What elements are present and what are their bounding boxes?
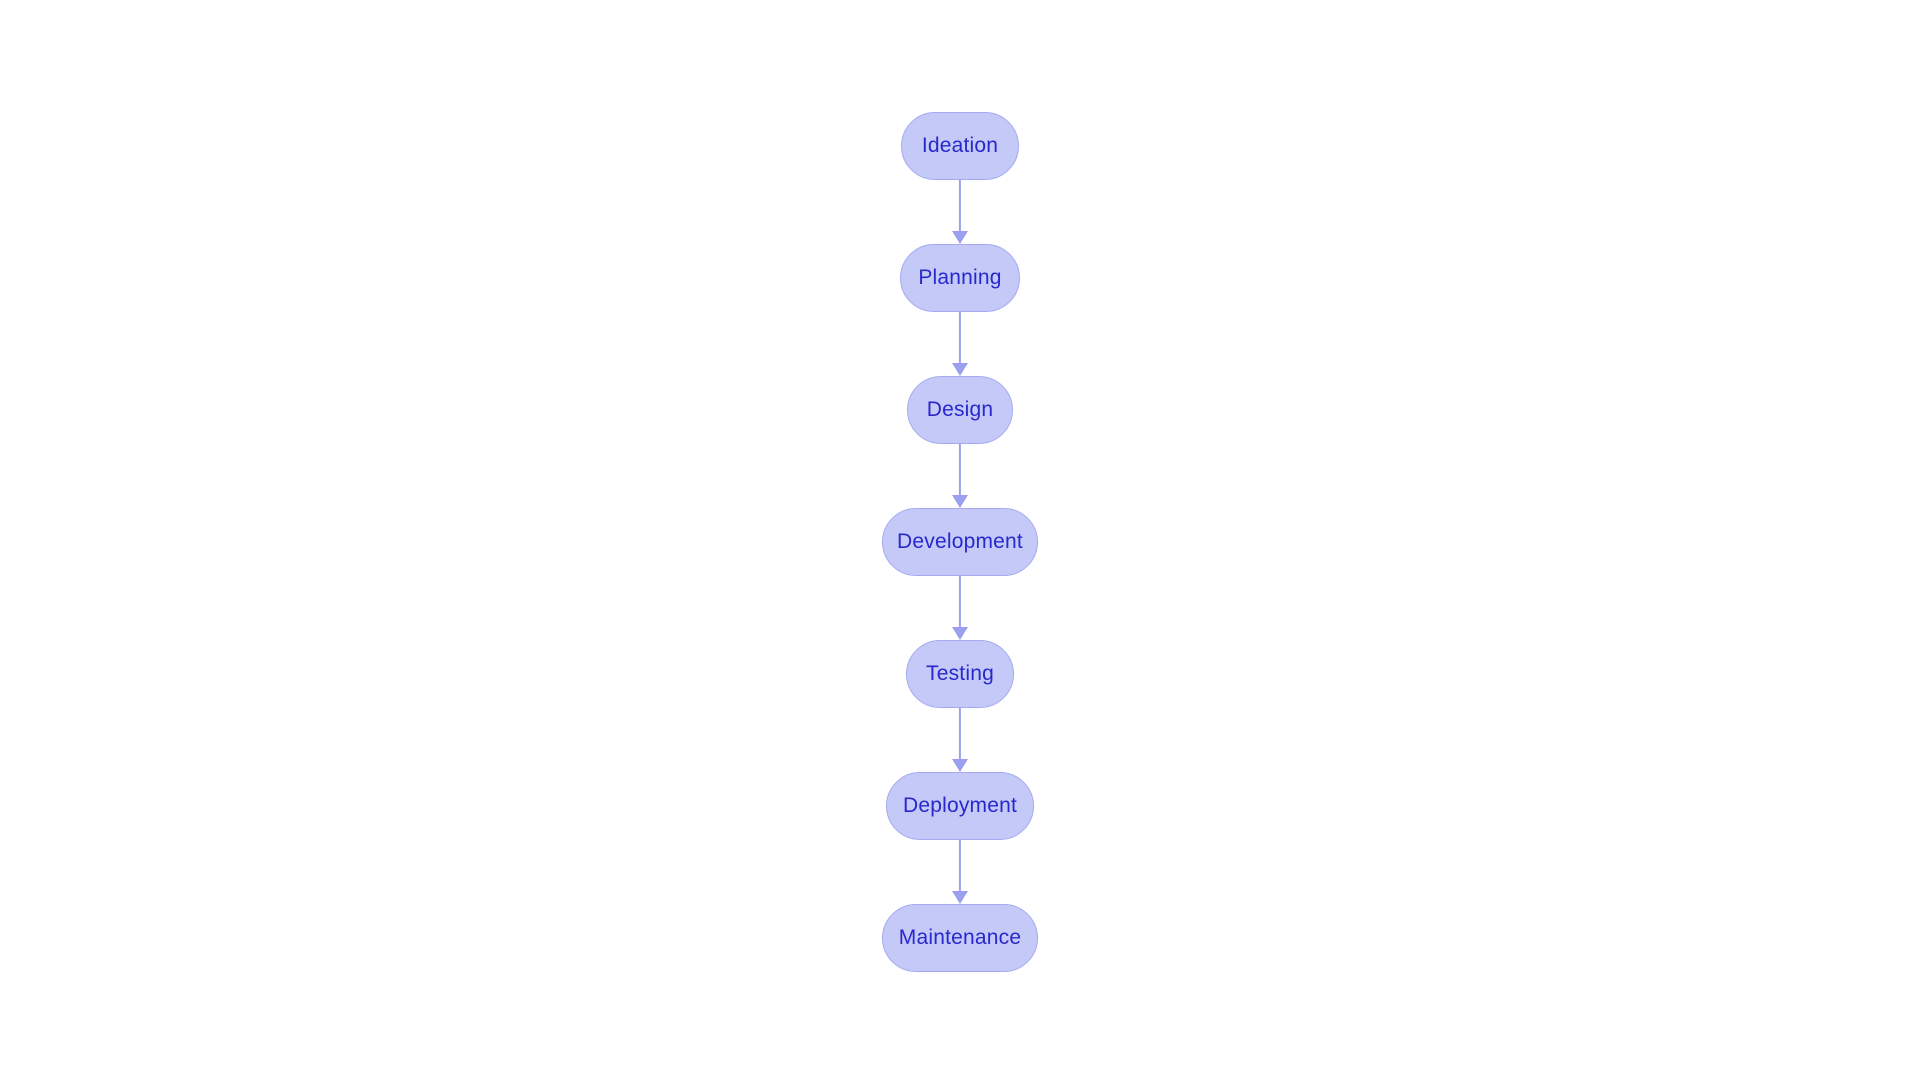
arrow-line	[958, 707, 962, 760]
arrow-line	[958, 839, 962, 892]
flow-arrow-planning-to-design	[948, 311, 972, 376]
arrow-head-icon	[952, 626, 968, 640]
flow-node-deployment[interactable]: Deployment	[886, 771, 1034, 840]
flow-node-ideation[interactable]: Ideation	[901, 111, 1019, 180]
flow-node-label: Ideation	[921, 133, 999, 157]
arrow-head-icon	[952, 758, 968, 772]
arrow-line	[958, 443, 962, 496]
flow-node-development[interactable]: Development	[882, 507, 1038, 576]
flow-node-testing[interactable]: Testing	[906, 639, 1014, 708]
flow-arrow-development-to-testing	[948, 575, 972, 640]
flow-node-planning[interactable]: Planning	[900, 243, 1020, 312]
arrow-line	[958, 311, 962, 364]
flow-node-label: Maintenance	[898, 925, 1022, 949]
flow-node-label: Design	[926, 397, 994, 421]
flow-arrow-testing-to-deployment	[948, 707, 972, 772]
flow-arrow-ideation-to-planning	[948, 179, 972, 244]
arrow-head-icon	[952, 494, 968, 508]
flow-node-maintenance[interactable]: Maintenance	[882, 903, 1038, 972]
arrow-head-icon	[952, 890, 968, 904]
arrow-head-icon	[952, 362, 968, 376]
flow-node-label: Development	[897, 529, 1023, 553]
flow-arrow-deployment-to-maintenance	[948, 839, 972, 904]
arrow-line	[958, 575, 962, 628]
flow-node-label: Planning	[918, 265, 1002, 289]
flow-node-label: Deployment	[902, 793, 1018, 817]
arrow-line	[958, 179, 962, 232]
flow-node-design[interactable]: Design	[907, 375, 1013, 444]
flow-arrow-design-to-development	[948, 443, 972, 508]
flow-node-label: Testing	[926, 661, 994, 685]
arrow-head-icon	[952, 230, 968, 244]
